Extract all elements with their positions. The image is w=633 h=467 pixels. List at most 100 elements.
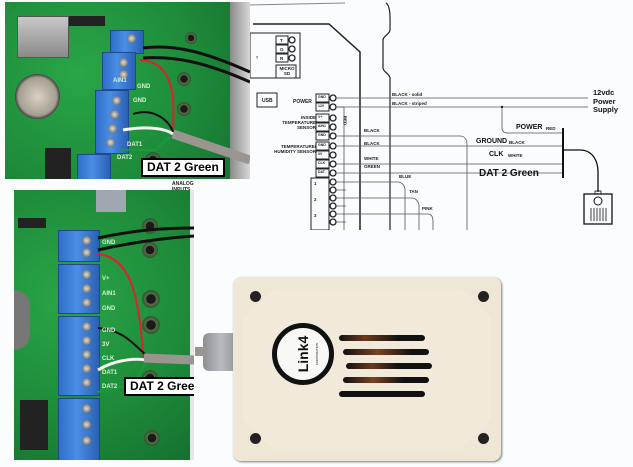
power-supply-line3: Supply	[593, 105, 619, 114]
screw	[82, 322, 91, 331]
green-label: GREEN	[364, 164, 381, 169]
terminal-block-humidity	[58, 316, 100, 396]
pin-header	[18, 218, 46, 228]
screw	[82, 436, 91, 445]
screw	[82, 284, 91, 293]
terminal-block-analog	[77, 154, 111, 179]
pink-label: PINK	[422, 206, 433, 211]
wires-bottom	[97, 226, 194, 393]
pin-12v: 12V	[318, 104, 325, 108]
corner-screw	[478, 433, 489, 444]
sensor-enclosure-photo: Link4 CORPORATION	[195, 265, 505, 465]
vent-slot	[346, 363, 432, 369]
pin-header	[67, 16, 105, 26]
silk-3v: 3V	[102, 342, 110, 348]
screw	[108, 124, 117, 133]
black-label-1: BLACK	[364, 128, 380, 133]
white-label: WHITE	[364, 156, 379, 161]
wiring-schematic	[250, 2, 613, 230]
black-wire	[142, 45, 250, 74]
mount-pad	[177, 102, 191, 116]
white-wire	[97, 357, 147, 372]
screw	[82, 350, 91, 359]
wires-top	[120, 45, 250, 165]
pin-gnd: GND	[318, 95, 326, 99]
mount-pad	[144, 430, 160, 446]
vent-slot	[339, 391, 425, 397]
wire-power-red	[501, 107, 563, 134]
top-left-board-photo: AIN1 GND GND DAT1 DAT2 DAT 2 Green	[5, 2, 250, 179]
black-wire-gnd	[97, 327, 147, 356]
schematic-dat2-callout: DAT 2 Green	[479, 168, 539, 179]
black-wire	[97, 226, 194, 240]
group-humidity-label: TEMPERATURE/ HUMIDITY SENSOR	[274, 144, 316, 154]
silk-gnd3: GND	[102, 328, 116, 334]
junction-dot	[500, 105, 504, 109]
ribbon-connector	[20, 400, 48, 450]
black-label-2: BLACK	[364, 141, 380, 146]
screw	[82, 336, 91, 345]
pin-3v: 3V	[318, 152, 323, 156]
group-inside-temp-label: INSIDE TEMPERATURE SENSOR	[282, 115, 316, 130]
dat2-green-callout: DAT 2 Green	[141, 158, 225, 177]
silk-v+: AIN1	[113, 78, 127, 84]
microsd-label: MICRO SD	[279, 66, 295, 76]
red-wire	[97, 253, 145, 359]
screw	[82, 236, 91, 245]
enclosure-outline	[253, 23, 361, 230]
screw	[127, 34, 136, 43]
silk-ain1: AIN1	[102, 291, 116, 297]
cable-break	[382, 2, 391, 230]
analog-label: ANALOG	[172, 181, 194, 187]
wire-blue	[336, 181, 406, 230]
vent-slot	[343, 349, 429, 355]
analog-input-1: 1	[314, 181, 317, 186]
white-wire	[122, 126, 174, 136]
silk-gnd: GND	[133, 98, 147, 104]
screw	[106, 138, 115, 147]
gray-cable	[171, 129, 250, 165]
wire-pink	[336, 213, 434, 230]
link4-logo-circle: Link4 CORPORATION	[272, 323, 334, 385]
power-supply-label: 12vdc Power Supply	[593, 88, 619, 115]
screw	[112, 96, 121, 105]
screw	[82, 364, 91, 373]
silk-clk: CLK	[102, 356, 115, 362]
screw	[110, 110, 119, 119]
link4-logo-sub: CORPORATION	[315, 342, 319, 366]
wire-red-jumper	[336, 106, 345, 230]
mount-pad	[185, 32, 197, 44]
silk-dat1: DAT1	[102, 370, 118, 376]
corner-screw	[250, 433, 261, 444]
sensor-clk-label: CLK	[489, 151, 504, 158]
vent-slot	[339, 335, 425, 341]
coin-battery	[15, 74, 60, 119]
battery-edge	[14, 290, 30, 350]
terminal-block-analog	[58, 398, 100, 460]
jumper-t-label: T	[280, 38, 283, 43]
board-outline	[250, 32, 301, 79]
green-wire	[120, 136, 171, 151]
pin-clk: CLK	[318, 161, 326, 165]
red-wire-label: RED	[342, 115, 348, 126]
silk-gnd2: GND	[102, 306, 116, 312]
gray-pad	[96, 190, 126, 212]
screw	[82, 420, 91, 429]
analog-input-2: 2	[314, 197, 317, 202]
black-wire	[97, 234, 194, 252]
silk-dat2: DAT2	[117, 155, 133, 161]
black-wire-gnd	[132, 111, 174, 133]
pin-dat: DAT	[318, 170, 325, 174]
pin-v+: V+	[318, 115, 323, 119]
ribbon-connector	[45, 148, 71, 179]
jumper-r-label: R	[280, 56, 284, 61]
vent-slot	[343, 377, 429, 383]
sensor-power-label: POWER	[516, 124, 543, 131]
sensor-clk-color: WHITE	[508, 153, 523, 158]
cable	[195, 347, 207, 356]
wire-black-inside	[336, 135, 468, 230]
mount-pad	[142, 290, 160, 308]
mount-pad	[142, 316, 160, 334]
enclosure-outline-top	[250, 2, 346, 6]
pin-gnd-hum: GND	[318, 143, 326, 147]
